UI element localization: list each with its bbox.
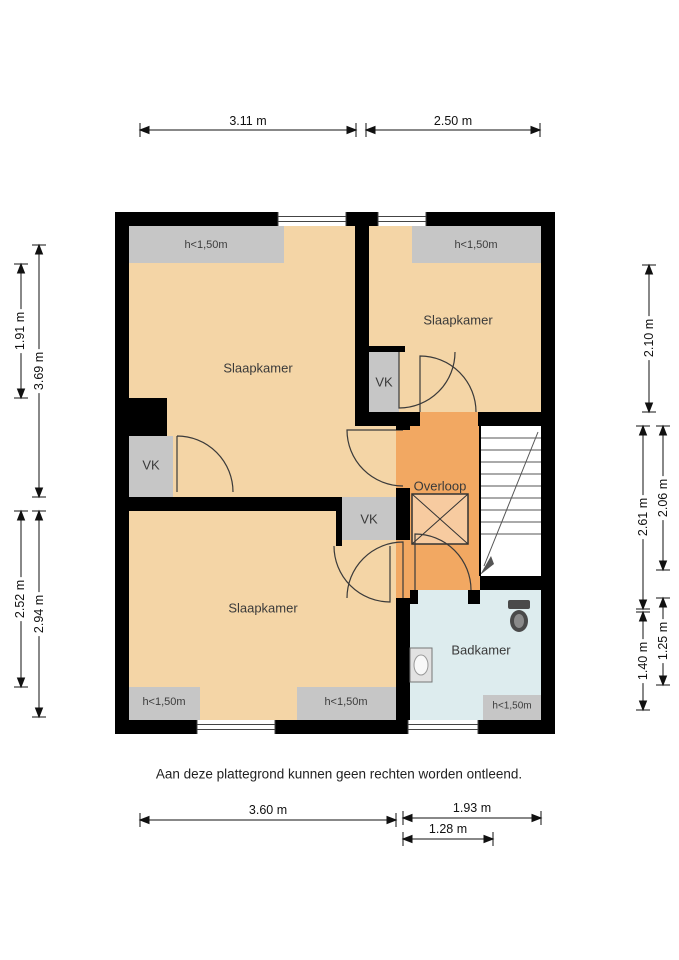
- wall: [396, 598, 410, 734]
- window: [377, 212, 427, 226]
- dimension-label-right-1: 2.10 m: [642, 315, 656, 361]
- wall: [396, 412, 410, 430]
- dimension-label-left-4: 2.94 m: [32, 591, 46, 637]
- room-label-bedroom-top-left: Slaapkamer: [223, 360, 293, 376]
- door-arc: [414, 533, 472, 591]
- wall: [115, 720, 555, 734]
- chimney-block: [129, 398, 167, 436]
- dimension-label-bottom-3: 1.28 m: [425, 822, 471, 836]
- door-arc: [419, 355, 477, 413]
- wall: [115, 212, 129, 734]
- low-height-label: h<1,50m: [184, 239, 228, 251]
- room-label-bedroom-top-right: Slaapkamer: [423, 312, 493, 328]
- shaft-cross-box: [411, 493, 469, 545]
- low-height-label: h<1,50m: [492, 700, 532, 712]
- door-arcs: [176, 351, 477, 603]
- low-height-zone: [129, 226, 284, 263]
- bedroom-bottom-floor: [129, 511, 396, 720]
- stairs-direction-arrow: [480, 556, 494, 575]
- closet-top: [369, 352, 399, 412]
- low-height-label: h<1,50m: [454, 239, 498, 251]
- wall: [369, 346, 405, 352]
- closet-boxes: [129, 352, 399, 540]
- window: [196, 720, 276, 734]
- closet-label-top: VK: [375, 374, 393, 390]
- dimension-label-bottom-1: 3.60 m: [245, 803, 291, 817]
- room-label-bathroom: Badkamer: [451, 642, 511, 658]
- dimension-label-right-4: 1.40 m: [636, 638, 650, 684]
- closet-label-left: VK: [142, 457, 160, 473]
- closet-middle: [342, 497, 396, 540]
- dimension-label-top-1: 3.11 m: [226, 114, 270, 128]
- window: [407, 720, 479, 734]
- low-height-label: h<1,50m: [324, 696, 368, 708]
- wall: [355, 212, 369, 426]
- wall: [478, 412, 555, 426]
- wall: [115, 497, 342, 511]
- closet-left: [129, 436, 173, 497]
- dimension-label-left-1: 1.91 m: [13, 308, 27, 354]
- wall: [410, 590, 418, 604]
- wall: [336, 497, 342, 546]
- low-height-zone: [129, 687, 200, 720]
- windows: [196, 212, 479, 734]
- closet-label-middle: VK: [360, 511, 378, 527]
- wall: [468, 590, 480, 604]
- dimension-label-bottom-2: 1.93 m: [449, 801, 495, 815]
- low-height-zone: [412, 226, 541, 263]
- low-height-label: h<1,50m: [142, 696, 186, 708]
- dimension-label-left-3: 2.52 m: [13, 576, 27, 622]
- wall: [396, 488, 410, 540]
- door-arc: [398, 351, 456, 409]
- low-height-zones: [129, 226, 541, 720]
- dimension-label-left-2: 3.69 m: [32, 348, 46, 394]
- sink-icon: [409, 647, 433, 683]
- stairs: [480, 431, 541, 575]
- door-arc: [346, 541, 404, 599]
- toilet-icon: [508, 600, 530, 632]
- wall: [355, 412, 420, 426]
- low-height-zone: [297, 687, 396, 720]
- dimension-label-right-3: 2.06 m: [656, 475, 670, 521]
- walls: [115, 212, 555, 734]
- dimension-label-top-2: 2.50 m: [430, 114, 476, 128]
- dimension-label-right-2: 2.61 m: [636, 494, 650, 540]
- wall: [541, 212, 555, 734]
- dimension-label-right-5: 1.25 m: [656, 618, 670, 664]
- disclaimer-text: Aan deze plattegrond kunnen geen rechten…: [155, 766, 523, 782]
- low-height-zone: [483, 695, 541, 720]
- door-arc: [176, 435, 234, 493]
- door-arc: [333, 545, 391, 603]
- window: [277, 212, 347, 226]
- room-label-bedroom-bottom: Slaapkamer: [228, 600, 298, 616]
- door-arc: [346, 429, 404, 487]
- wall: [480, 576, 555, 590]
- room-label-landing: Overloop: [413, 478, 467, 494]
